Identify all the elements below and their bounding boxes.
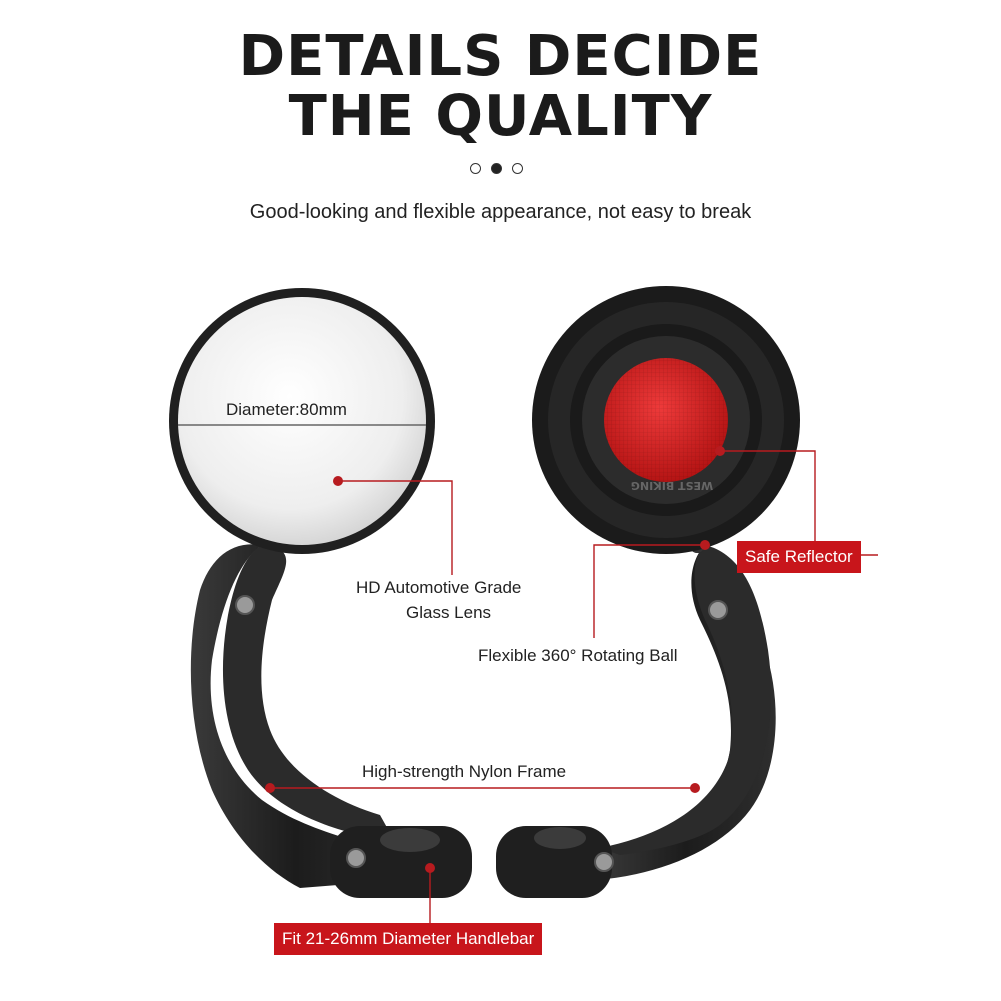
callout-dot xyxy=(690,783,700,793)
callout-leaders xyxy=(270,450,878,930)
right-mirror: WEST BIKING xyxy=(496,286,800,898)
page-title-line-2: THE QUALITY xyxy=(288,84,713,149)
callout-dot xyxy=(333,476,343,486)
lens-label-line-1: HD Automotive Grade xyxy=(356,578,522,597)
left-mirror-glass xyxy=(178,297,426,545)
screw-icon xyxy=(594,852,614,872)
callout-dot xyxy=(715,446,725,456)
page-title-line-1: DETAILS DECIDE xyxy=(238,24,763,89)
carousel-indicator xyxy=(470,163,523,174)
callout-dots xyxy=(265,446,725,873)
brand-mark: WEST BIKING xyxy=(631,479,713,492)
frame-label: High-strength Nylon Frame xyxy=(362,762,567,781)
subtitle: Good-looking and flexible appearance, no… xyxy=(249,201,752,223)
carousel-dot-3[interactable] xyxy=(512,163,523,174)
lens-leader xyxy=(338,480,453,575)
screw-icon xyxy=(708,600,728,620)
screw-icon xyxy=(235,595,255,615)
screw-icon xyxy=(346,848,366,868)
lens-label-line-2: Glass Lens xyxy=(406,603,492,622)
right-clamp xyxy=(496,826,612,898)
left-mirror xyxy=(169,288,472,898)
callout-dot xyxy=(425,863,435,873)
callout-dot xyxy=(700,540,710,550)
ball-leader xyxy=(593,544,705,638)
carousel-dot-1[interactable] xyxy=(470,163,481,174)
diameter-label: Diameter:80mm xyxy=(226,400,347,419)
left-arm xyxy=(190,544,400,888)
rotating-ball-label: Flexible 360° Rotating Ball xyxy=(478,646,678,665)
carousel-dot-2[interactable] xyxy=(491,163,502,174)
reflector-tag: Safe Reflector xyxy=(737,541,861,573)
handlebar-tag: Fit 21-26mm Diameter Handlebar xyxy=(274,923,543,955)
callout-dot xyxy=(265,783,275,793)
